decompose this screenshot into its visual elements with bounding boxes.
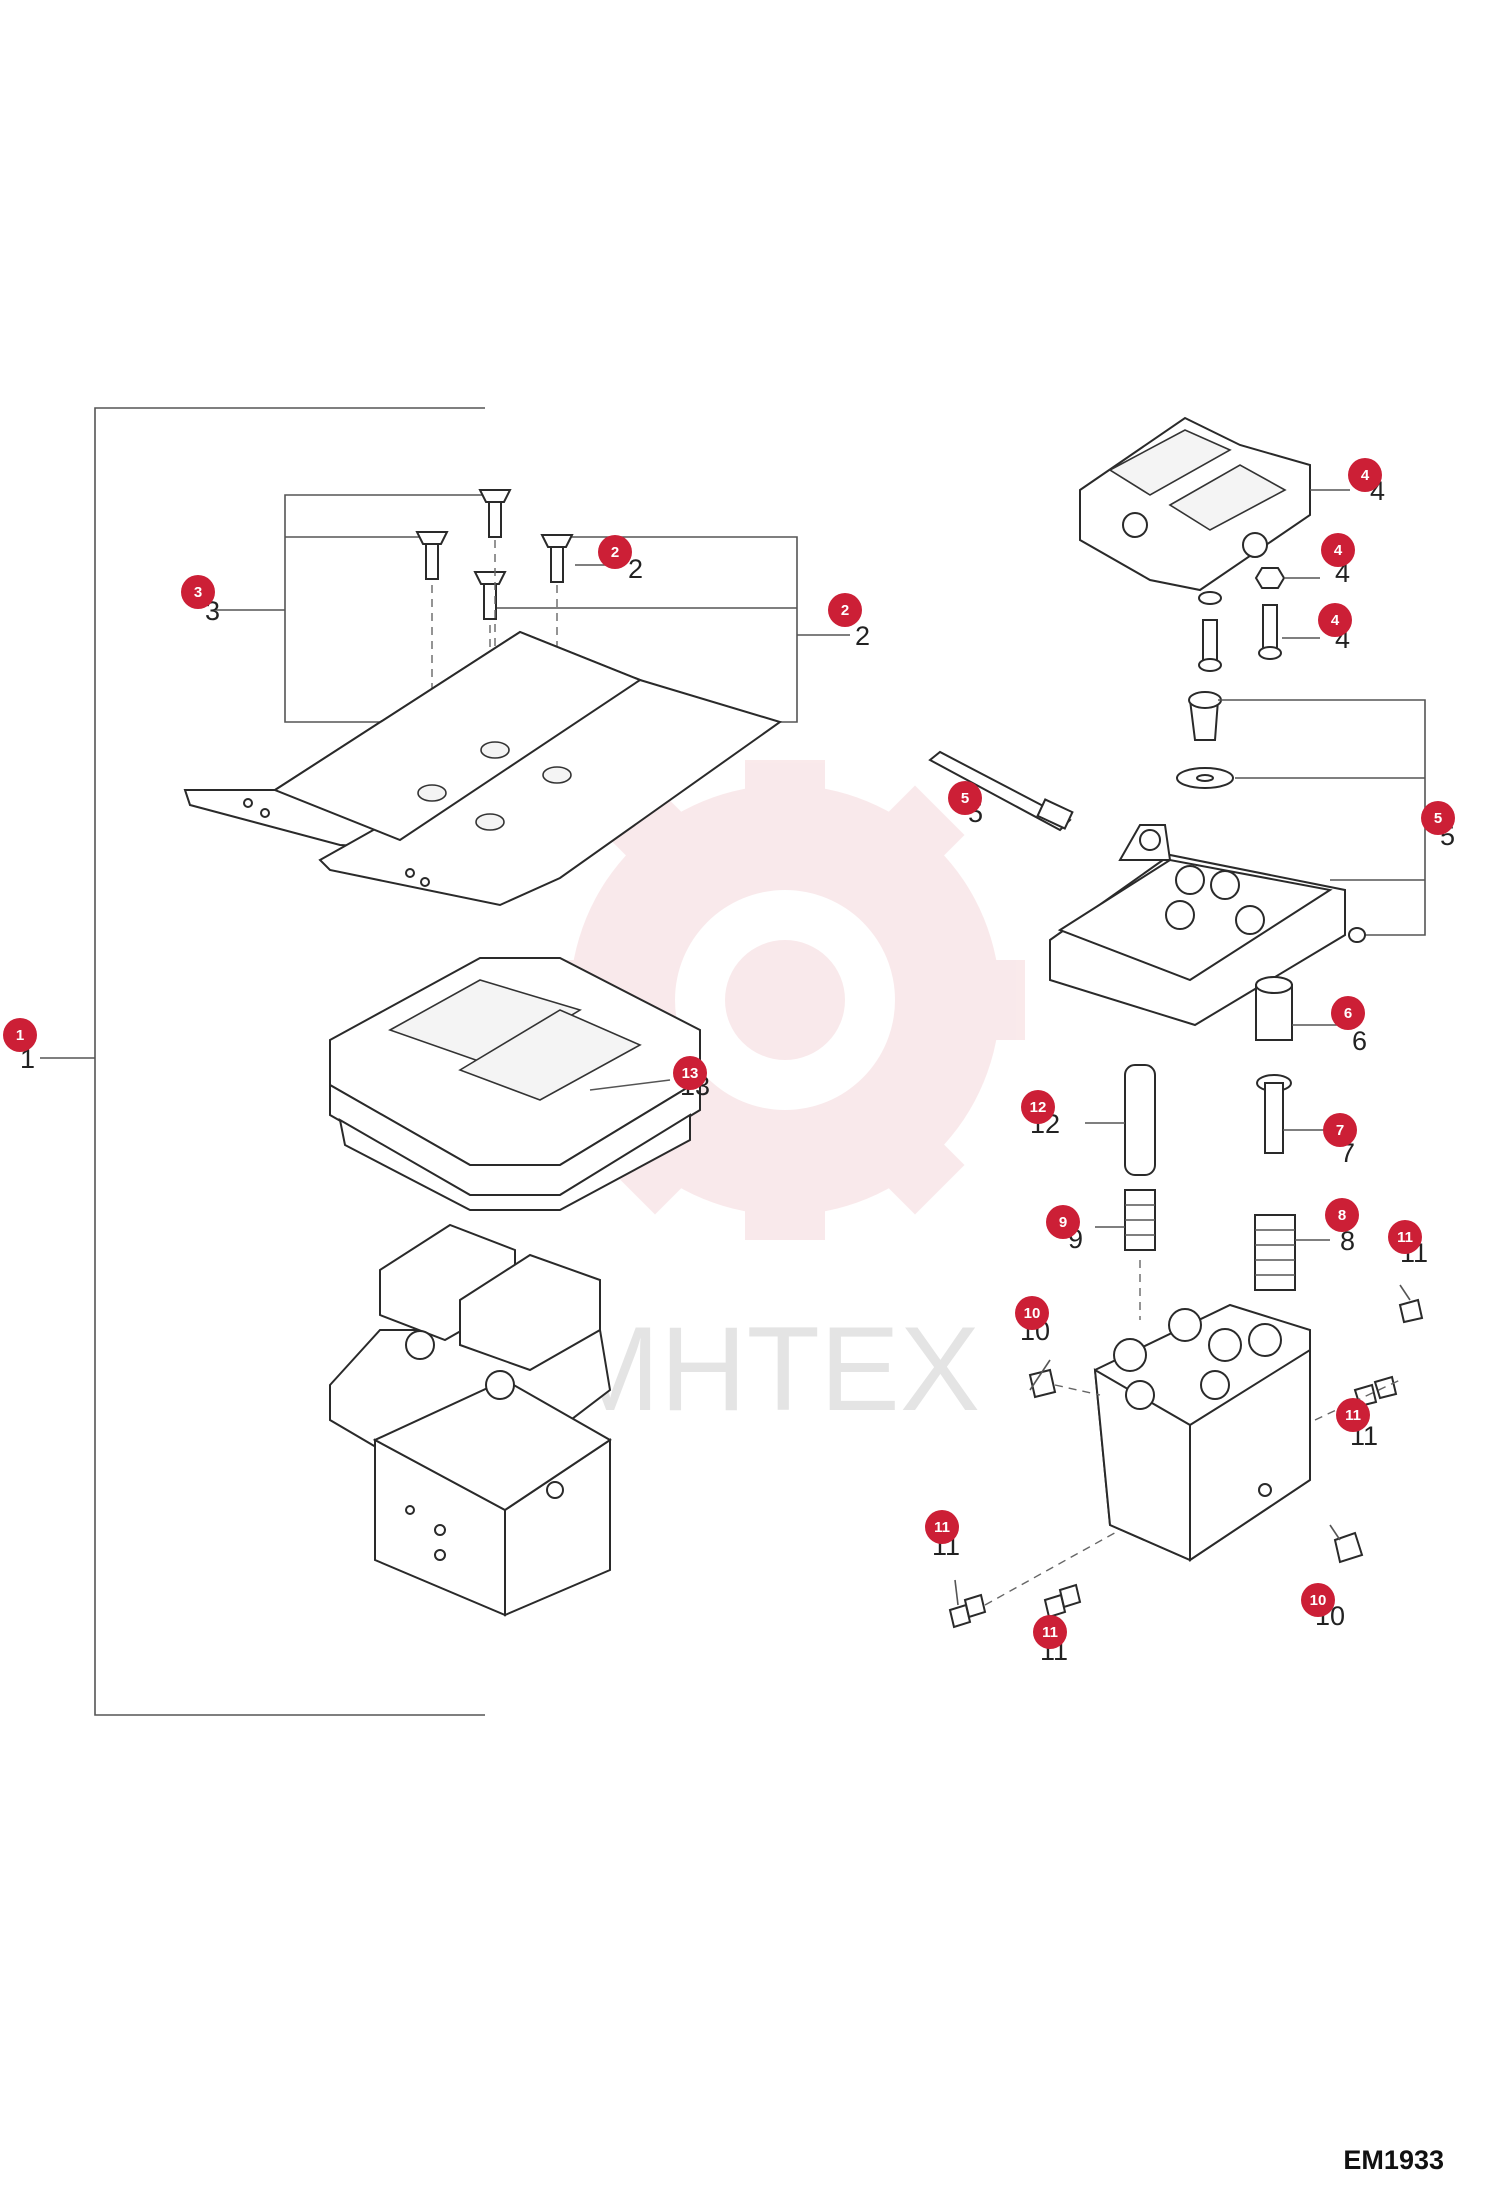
callout-badge-13[interactable]: 13: [673, 1056, 707, 1090]
watermark-text: MHTEX: [560, 1302, 980, 1436]
callout-badge-10b[interactable]: 10: [1301, 1583, 1335, 1617]
valve-body: [948, 1284, 1424, 1629]
callout-badge-11a[interactable]: 11: [1388, 1220, 1422, 1254]
label-2a: 2: [628, 554, 643, 584]
callout-badge-11c[interactable]: 11: [925, 1510, 959, 1544]
callout-badge-4c[interactable]: 4: [1318, 603, 1352, 637]
svg-text:4: 4: [1331, 612, 1340, 629]
callout-badge-5b[interactable]: 5: [1421, 801, 1455, 835]
callout-badge-4a[interactable]: 4: [1348, 458, 1382, 492]
plunger-and-spring-parts: [1085, 976, 1340, 1320]
svg-text:3: 3: [194, 584, 202, 601]
svg-text:11: 11: [934, 1519, 950, 1536]
callout-badge-2b[interactable]: 2: [828, 593, 862, 627]
svg-text:2: 2: [841, 602, 849, 619]
assembled-pilot-valve: [329, 1223, 612, 1617]
drawing-code: EM1933: [1343, 2145, 1444, 2175]
top-bracket-part-4: [1079, 416, 1350, 672]
svg-text:10: 10: [1310, 1592, 1327, 1609]
callout-badge-2a[interactable]: 2: [598, 535, 632, 569]
svg-text:12: 12: [1030, 1099, 1047, 1116]
label-8: 8: [1340, 1226, 1355, 1256]
callout-badge-12[interactable]: 12: [1021, 1090, 1055, 1124]
svg-text:5: 5: [1434, 810, 1442, 827]
assembly-bracket: [40, 407, 485, 1716]
callout-badge-11b[interactable]: 11: [1336, 1398, 1370, 1432]
label-2b: 2: [855, 621, 870, 651]
svg-text:10: 10: [1024, 1305, 1041, 1322]
svg-text:1: 1: [16, 1027, 24, 1044]
callout-badge-4b[interactable]: 4: [1321, 533, 1355, 567]
svg-text:2: 2: [611, 544, 619, 561]
svg-text:9: 9: [1059, 1214, 1067, 1231]
label-6: 6: [1352, 1026, 1367, 1056]
svg-text:5: 5: [961, 790, 969, 807]
svg-text:11: 11: [1042, 1624, 1058, 1641]
callout-badge-1[interactable]: 1: [3, 1018, 37, 1052]
callout-badge-3[interactable]: 3: [181, 575, 215, 609]
callout-badges: 1 2 2 3 4 4 4 5 5 6 7 8 9 10 10 11 11 11…: [3, 458, 1455, 1649]
svg-text:7: 7: [1336, 1122, 1344, 1139]
svg-text:11: 11: [1345, 1407, 1361, 1424]
pedal-plates: [183, 630, 783, 907]
svg-text:4: 4: [1334, 542, 1343, 559]
callout-badge-6[interactable]: 6: [1331, 996, 1365, 1030]
svg-text:11: 11: [1397, 1229, 1413, 1246]
svg-text:13: 13: [682, 1065, 699, 1082]
callout-badge-10a[interactable]: 10: [1015, 1296, 1049, 1330]
callout-badge-5a[interactable]: 5: [948, 781, 982, 815]
svg-text:4: 4: [1361, 467, 1370, 484]
callout-badge-11d[interactable]: 11: [1033, 1615, 1067, 1649]
svg-text:6: 6: [1344, 1005, 1352, 1022]
callout-badge-7[interactable]: 7: [1323, 1113, 1357, 1147]
callout-badge-8[interactable]: 8: [1325, 1198, 1359, 1232]
callout-badge-9[interactable]: 9: [1046, 1205, 1080, 1239]
svg-text:8: 8: [1338, 1207, 1346, 1224]
base-plate-part-5: [928, 691, 1445, 1027]
rubber-boot: [329, 957, 701, 1211]
